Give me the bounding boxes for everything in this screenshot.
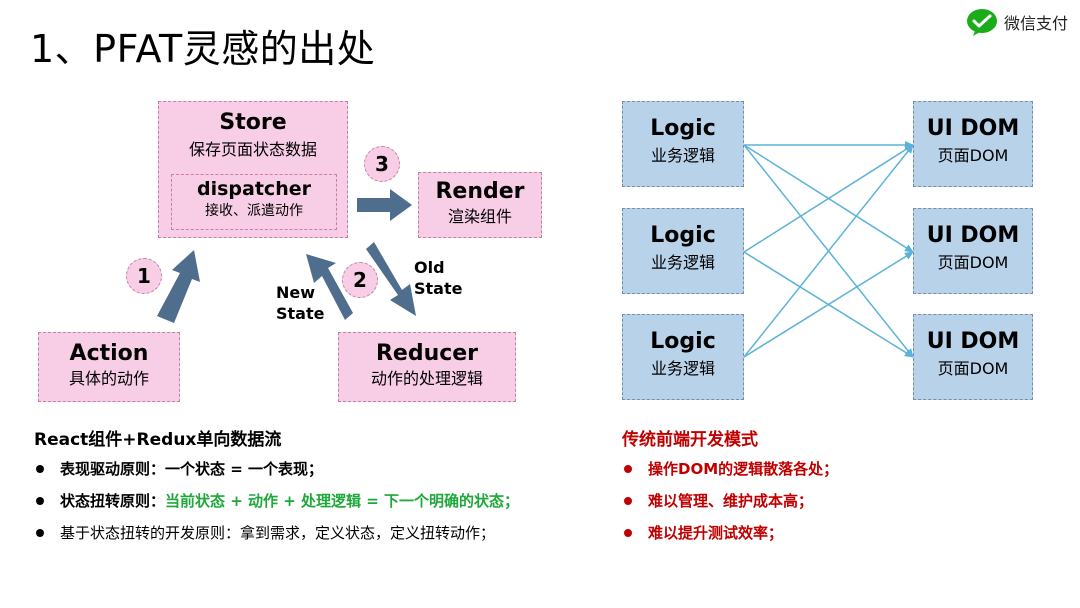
uidom-2-title: UI DOM bbox=[926, 223, 1020, 248]
logic-3-subtitle: 业务逻辑 bbox=[650, 359, 715, 379]
logic-3-title: Logic bbox=[650, 329, 716, 354]
store-subtitle: 保存页面状态数据 bbox=[188, 140, 317, 160]
left-bullet-2: 状态扭转原则： 当前状态 + 动作 + 处理逻辑 = 下一个明确的状态； bbox=[36, 490, 519, 511]
logic-box-1: Logic 业务逻辑 bbox=[622, 101, 744, 187]
uidom-1-title: UI DOM bbox=[926, 116, 1020, 141]
right-bullet-2-text: 难以管理、维护成本高； bbox=[648, 492, 814, 510]
left-bullet-2-prefix: 状态扭转原则： bbox=[60, 492, 166, 510]
wechat-pay-icon bbox=[967, 9, 997, 36]
old-state-line-2: State bbox=[414, 278, 463, 298]
arrow-store-to-render bbox=[357, 189, 412, 221]
step-1-badge: 1 bbox=[126, 258, 162, 294]
step-3-badge: 3 bbox=[364, 146, 400, 182]
logic-1-title: Logic bbox=[650, 116, 716, 141]
action-box: Action 具体的动作 bbox=[38, 332, 180, 402]
left-bullet-3: 基于状态扭转的开发原则：拿到需求，定义状态，定义扭转动作； bbox=[36, 522, 495, 543]
new-state-label: New State bbox=[276, 283, 324, 325]
logo-text: 微信支付 bbox=[1004, 14, 1069, 33]
arrow-store-to-reducer bbox=[366, 242, 416, 316]
bullet-dot bbox=[624, 528, 632, 537]
right-bullet-1: 操作DOM的逻辑散落各处； bbox=[624, 458, 838, 479]
react-redux-heading: React组件+Redux单向数据流 bbox=[34, 430, 282, 450]
reducer-title: Reducer bbox=[375, 341, 479, 366]
left-bullet-3-text: 基于状态扭转的开发原则：拿到需求，定义状态，定义扭转动作； bbox=[60, 524, 496, 542]
bullet-dot bbox=[36, 496, 44, 505]
logic-dom-links bbox=[743, 141, 914, 358]
uidom-1-subtitle: 页面DOM bbox=[937, 146, 1009, 166]
left-bullet-2-highlight: 当前状态 + 动作 + 处理逻辑 = 下一个明确的状态； bbox=[165, 492, 520, 510]
uidom-box-2: UI DOM 页面DOM bbox=[913, 208, 1033, 294]
store-title: Store bbox=[219, 110, 287, 135]
render-title: Render bbox=[435, 179, 525, 204]
bullet-dot bbox=[624, 464, 632, 473]
right-bullet-3-text: 难以提升测试效率； bbox=[648, 524, 784, 542]
link-logic3-dom2 bbox=[743, 251, 914, 358]
action-subtitle: 具体的动作 bbox=[68, 369, 149, 389]
page-title: 1、PFAT灵感的出处 bbox=[30, 27, 376, 71]
step-2-badge: 2 bbox=[342, 262, 378, 298]
dispatcher-subtitle: 接收、派遣动作 bbox=[205, 202, 303, 219]
render-box: Render 渲染组件 bbox=[418, 172, 542, 238]
link-logic2-dom1 bbox=[743, 144, 914, 253]
bullet-dot bbox=[624, 496, 632, 505]
uidom-2-subtitle: 页面DOM bbox=[937, 253, 1009, 273]
uidom-box-1: UI DOM 页面DOM bbox=[913, 101, 1033, 187]
reducer-box: Reducer 动作的处理逻辑 bbox=[338, 332, 516, 402]
dispatcher-box: dispatcher 接收、派遣动作 bbox=[171, 174, 337, 230]
reducer-subtitle: 动作的处理逻辑 bbox=[370, 369, 483, 389]
logic-box-2: Logic 业务逻辑 bbox=[622, 208, 744, 294]
logic-2-title: Logic bbox=[650, 223, 716, 248]
arrow-action-to-store bbox=[157, 250, 200, 323]
left-bullet-1: 表现驱动原则：一个状态 = 一个表现； bbox=[36, 458, 323, 479]
right-bullet-1-text: 操作DOM的逻辑散落各处； bbox=[648, 460, 839, 478]
right-bullet-2: 难以管理、维护成本高； bbox=[624, 490, 813, 511]
wechat-pay-logo: 微信支付 bbox=[966, 6, 1076, 38]
old-state-label: Old State bbox=[414, 258, 462, 300]
old-state-line-1: Old bbox=[414, 258, 445, 277]
left-bullet-1-text: 表现驱动原则：一个状态 = 一个表现； bbox=[60, 460, 324, 478]
bullet-dot bbox=[36, 464, 44, 473]
right-bullet-3: 难以提升测试效率； bbox=[624, 522, 783, 543]
uidom-box-3: UI DOM 页面DOM bbox=[913, 314, 1033, 400]
new-state-line-2: State bbox=[276, 303, 325, 323]
traditional-heading: 传统前端开发模式 bbox=[622, 430, 758, 450]
uidom-3-title: UI DOM bbox=[926, 329, 1020, 354]
logic-1-subtitle: 业务逻辑 bbox=[650, 146, 715, 166]
link-logic3-dom1 bbox=[743, 144, 914, 358]
new-state-line-1: New bbox=[276, 283, 316, 302]
dispatcher-title: dispatcher bbox=[197, 178, 311, 200]
uidom-3-subtitle: 页面DOM bbox=[937, 359, 1009, 379]
store-box: Store 保存页面状态数据 dispatcher 接收、派遣动作 bbox=[158, 101, 348, 238]
logic-2-subtitle: 业务逻辑 bbox=[650, 253, 715, 273]
action-title: Action bbox=[69, 341, 149, 366]
logic-box-3: Logic 业务逻辑 bbox=[622, 314, 744, 400]
bullet-dot bbox=[36, 528, 44, 537]
arrow-state-to-store bbox=[306, 254, 353, 320]
render-subtitle: 渲染组件 bbox=[447, 207, 512, 227]
